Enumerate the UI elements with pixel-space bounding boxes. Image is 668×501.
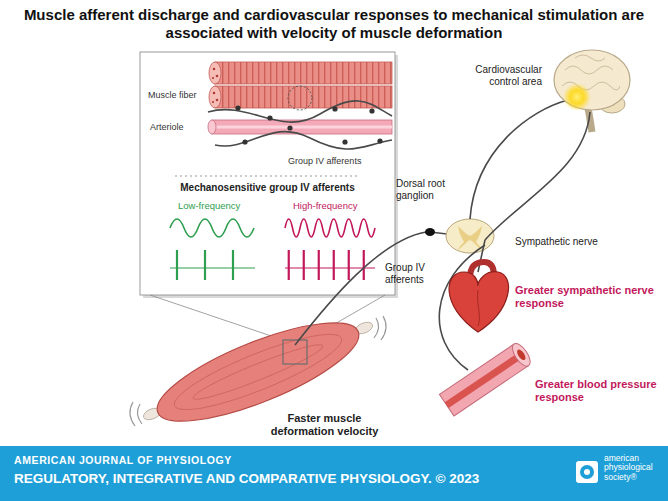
spinal-cord [458, 226, 482, 250]
motion-arc [130, 402, 135, 426]
brain [554, 50, 630, 132]
afferent-nerve [295, 232, 426, 345]
muscle-fiber [213, 68, 216, 71]
society-name: american physiological society® [604, 454, 664, 482]
low-frequency-signal [170, 219, 254, 237]
muscle-fiber [209, 86, 221, 108]
region-label: Cardiovascular control area [448, 64, 542, 88]
journal-band: AMERICAN JOURNAL OF PHYSIOLOGY REGULATORY… [0, 446, 668, 501]
brain [563, 83, 591, 111]
part-label: Sympathetic nerve [515, 236, 607, 248]
muscle-fiber [288, 86, 312, 110]
part-label: Arteriole [150, 122, 200, 133]
low-frequency-signal [170, 268, 255, 269]
signal-label: Low-frequency [178, 200, 258, 211]
journal-section: REGULATORY, INTEGRATIVE AND COMPARATIVE … [14, 471, 574, 487]
low-frequency-signal [170, 219, 255, 280]
inset-panel [140, 52, 398, 298]
society-logo [580, 465, 594, 479]
muscle-fiber [216, 99, 219, 102]
motion-arc [137, 404, 142, 424]
spinal-cord [446, 219, 494, 253]
inset-panel: Muscle fiberArterioleGroup IV afferentsM… [140, 52, 395, 295]
nerve-bead [267, 115, 272, 120]
heart [449, 272, 508, 332]
arteriole [212, 120, 392, 134]
zoom-line [150, 295, 283, 340]
arteriole [214, 126, 392, 129]
muscle-fiber [209, 62, 221, 84]
nerve-bead [287, 125, 292, 130]
nerve-bead [332, 106, 337, 111]
separator [175, 176, 360, 177]
journal-name: AMERICAN JOURNAL OF PHYSIOLOGY [14, 454, 534, 467]
society-logo [576, 461, 598, 483]
response-label: Greater blood pressure response [535, 378, 657, 404]
motion-arc [381, 316, 386, 340]
blood-vessel [447, 355, 522, 405]
signal-label: High-frequency [293, 200, 383, 211]
group-iv-afferent-fiber [208, 101, 392, 149]
muscle [190, 338, 326, 405]
response-label: Greater sympathetic nerve response [515, 284, 655, 310]
high-frequency-signal [285, 268, 375, 269]
motion-arc [130, 316, 386, 426]
muscle-fiber [215, 86, 392, 108]
muscle-fiber [213, 92, 216, 95]
low-frequency-signal [177, 250, 233, 280]
muscle [283, 340, 307, 364]
motion-arc [374, 318, 379, 338]
nerve-bead [242, 139, 247, 144]
blood-vessel [439, 341, 533, 416]
high-frequency-signal [285, 219, 375, 237]
heart [478, 290, 480, 326]
part-label: Group IV afferents [385, 262, 443, 286]
blood-vessel [509, 341, 533, 369]
footer-band [0, 446, 668, 501]
part-label: Muscle fiber [148, 90, 210, 101]
figure-title: Muscle afferent discharge and cardiovasc… [20, 6, 648, 42]
muscle-fiber [215, 62, 392, 84]
high-frequency-signal [289, 250, 364, 280]
muscle-fiber [212, 101, 214, 103]
muscle-fiber [209, 62, 392, 110]
heart [449, 262, 508, 332]
nerve-bead [377, 138, 382, 143]
nerve-bead [342, 139, 347, 144]
spinal-cord [425, 228, 435, 236]
group-iv-afferent-fiber [208, 101, 392, 122]
inset-panel [140, 52, 395, 295]
panel-heading: Mechanosensitive group IV afferents [140, 182, 395, 194]
society-logo [584, 469, 590, 475]
nerve-bead [235, 105, 382, 144]
society-logo [576, 461, 598, 483]
brain [554, 50, 630, 110]
blood-vessel [515, 348, 527, 361]
muscle-fiber [212, 77, 214, 79]
muscle-fiber [216, 75, 219, 78]
nerve-bead [235, 105, 240, 110]
stimulus-label: Faster muscle deformation velocity [262, 412, 387, 438]
nerve-bead [369, 108, 374, 113]
muscle [168, 322, 348, 423]
part-label: Group IV afferents [288, 156, 388, 167]
sympathetic-nerve [485, 112, 590, 240]
ascending-pathway [470, 100, 568, 219]
arteriole [208, 120, 216, 134]
group-iv-afferent-fiber [215, 132, 392, 149]
part-label: Dorsal root ganglion [396, 178, 462, 202]
